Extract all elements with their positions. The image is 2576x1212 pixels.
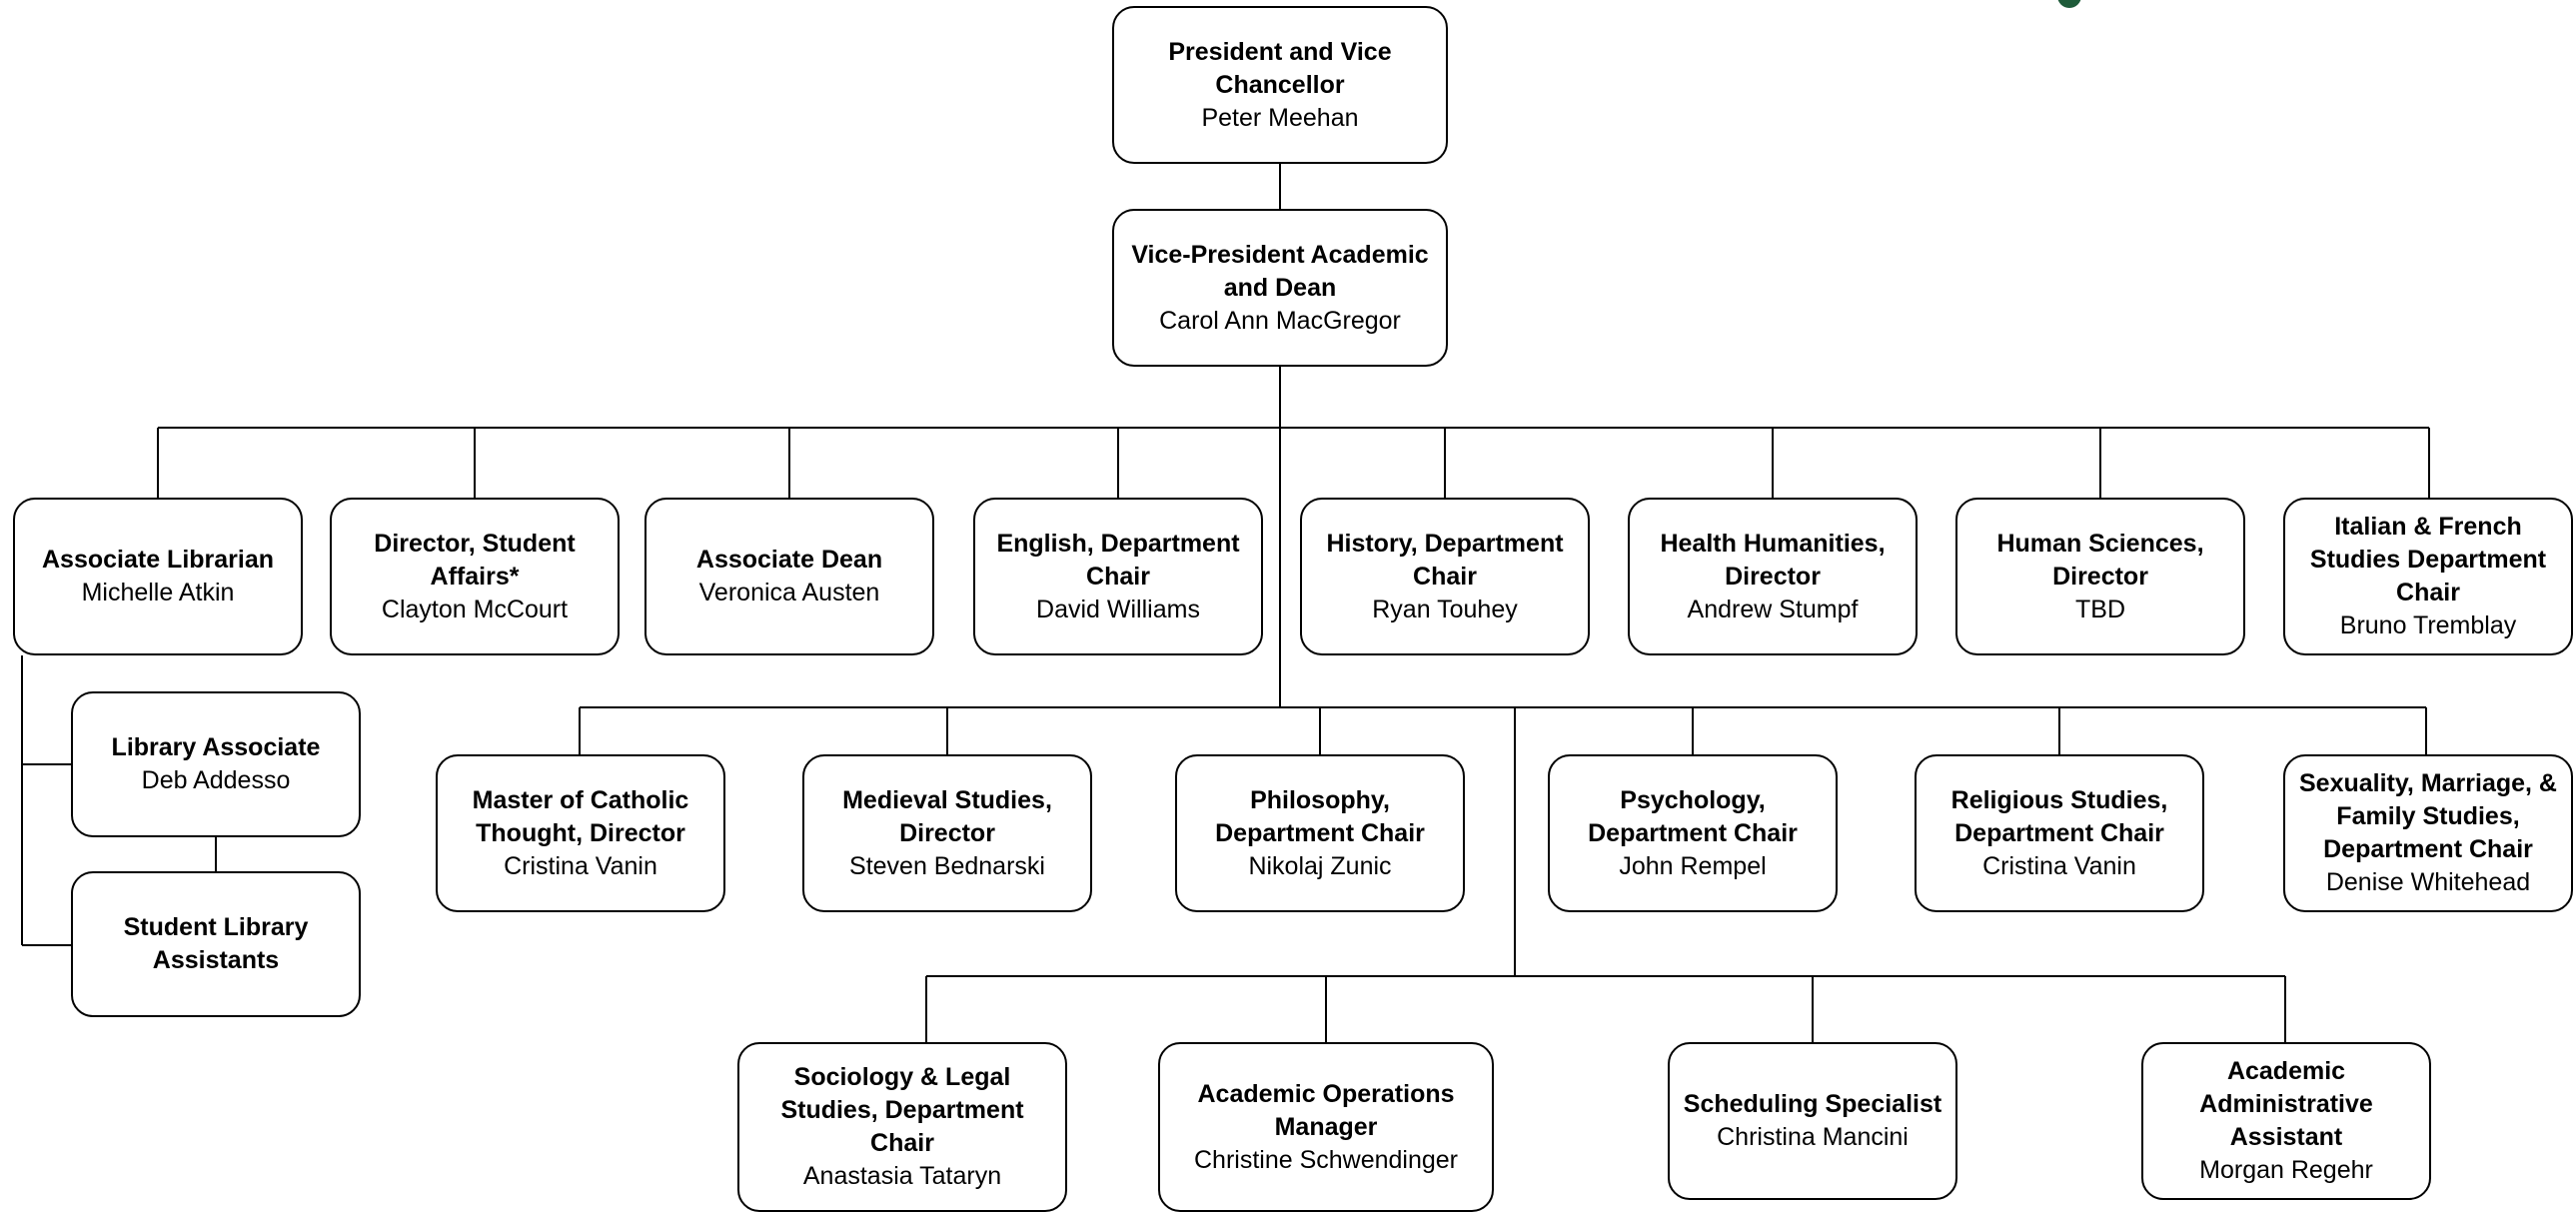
node-title: Health Humanities, Director	[1660, 529, 1886, 591]
node-title: Academic Operations Manager	[1197, 1079, 1455, 1141]
node-italian-french: Italian & French Studies Department Chai…	[2283, 498, 2573, 655]
logo-wordmark	[2137, 0, 2557, 4]
node-name: John Rempel	[1619, 851, 1767, 880]
node-name: Bruno Tremblay	[2339, 611, 2517, 639]
node-title: Student Library Assistants	[123, 913, 309, 974]
node-name: Peter Meehan	[1201, 103, 1359, 132]
node-philosophy: Philosophy, Department Chair Nikolaj Zun…	[1175, 754, 1465, 912]
node-title: Religious Studies, Department Chair	[1950, 785, 2168, 847]
node-dir-student-affairs: Director, Student Affairs* Clayton McCou…	[330, 498, 620, 655]
node-health-humanities: Health Humanities, Director Andrew Stump…	[1628, 498, 1918, 655]
node-title: Master of Catholic Thought, Director	[472, 785, 689, 847]
node-name: Steven Bednarski	[849, 851, 1045, 880]
node-name: Nikolaj Zunic	[1248, 851, 1392, 880]
node-title: Associate Dean	[695, 546, 883, 574]
node-title: English, Department Chair	[996, 529, 1240, 591]
node-library-associate: Library Associate Deb Addesso	[71, 691, 361, 837]
node-vp-academic: Vice-President Academic and Dean Carol A…	[1112, 209, 1448, 367]
node-title: Academic Administrative Assistant	[2199, 1057, 2373, 1151]
university-logo	[2053, 0, 2576, 10]
node-name: Christina Mancini	[1717, 1123, 1909, 1151]
node-academic-ops: Academic Operations Manager Christine Sc…	[1158, 1042, 1494, 1212]
node-english: English, Department Chair David Williams	[973, 498, 1263, 655]
node-name: Morgan Regehr	[2199, 1156, 2373, 1184]
node-title: Library Associate	[111, 733, 321, 761]
node-catholic-thought: Master of Catholic Thought, Director Cri…	[436, 754, 725, 912]
node-title: History, Department Chair	[1326, 529, 1564, 591]
node-history: History, Department Chair Ryan Touhey	[1300, 498, 1590, 655]
node-name: Ryan Touhey	[1372, 595, 1518, 623]
node-title: Psychology, Department Chair	[1588, 785, 1798, 847]
node-title: Human Sciences, Director	[1996, 529, 2204, 591]
node-name: Andrew Stumpf	[1687, 595, 1859, 623]
node-title: Vice-President Academic and Dean	[1131, 240, 1429, 302]
node-name: TBD	[2075, 595, 2125, 623]
node-assoc-librarian: Associate Librarian Michelle Atkin	[13, 498, 303, 655]
node-sociology: Sociology & Legal Studies, Department Ch…	[737, 1042, 1067, 1212]
node-name: Carol Ann MacGregor	[1159, 306, 1401, 335]
node-admin-assistant: Academic Administrative Assistant Morgan…	[2141, 1042, 2431, 1200]
node-title: Sexuality, Marriage, & Family Studies, D…	[2299, 769, 2557, 863]
node-title: Director, Student Affairs*	[374, 529, 576, 591]
node-title: Associate Librarian	[41, 546, 275, 574]
node-sexuality: Sexuality, Marriage, & Family Studies, D…	[2283, 754, 2573, 912]
node-title: President and Vice Chancellor	[1168, 37, 1392, 99]
node-name: Cristina Vanin	[504, 851, 657, 880]
shield-icon	[2057, 0, 2081, 8]
node-religious: Religious Studies, Department Chair Cris…	[1915, 754, 2204, 912]
node-psychology: Psychology, Department Chair John Rempel	[1548, 754, 1838, 912]
node-name: David Williams	[1036, 595, 1200, 623]
node-name: Christine Schwendinger	[1193, 1145, 1459, 1174]
node-human-sciences: Human Sciences, Director TBD	[1955, 498, 2245, 655]
node-name: Veronica Austen	[698, 579, 880, 606]
node-title: Sociology & Legal Studies, Department Ch…	[780, 1063, 1024, 1157]
node-name: Denise Whitehead	[2325, 868, 2531, 896]
node-scheduling: Scheduling Specialist Christina Mancini	[1668, 1042, 1957, 1200]
node-title: Medieval Studies, Director	[842, 785, 1052, 847]
node-name: Clayton McCourt	[381, 595, 569, 623]
node-assoc-dean: Associate Dean Veronica Austen	[644, 498, 934, 655]
node-president: President and Vice Chancellor Peter Meeh…	[1112, 6, 1448, 164]
node-name: Deb Addesso	[141, 766, 291, 794]
node-name: Michelle Atkin	[81, 579, 235, 606]
node-name: Anastasia Tataryn	[802, 1162, 1002, 1190]
node-title: Philosophy, Department Chair	[1215, 785, 1425, 847]
node-title: Scheduling Specialist	[1683, 1090, 1942, 1118]
node-title: Italian & French Studies Department Chai…	[2309, 513, 2547, 606]
node-student-library: Student Library Assistants	[71, 871, 361, 1017]
node-medieval: Medieval Studies, Director Steven Bednar…	[802, 754, 1092, 912]
node-name: Cristina Vanin	[1982, 851, 2136, 880]
